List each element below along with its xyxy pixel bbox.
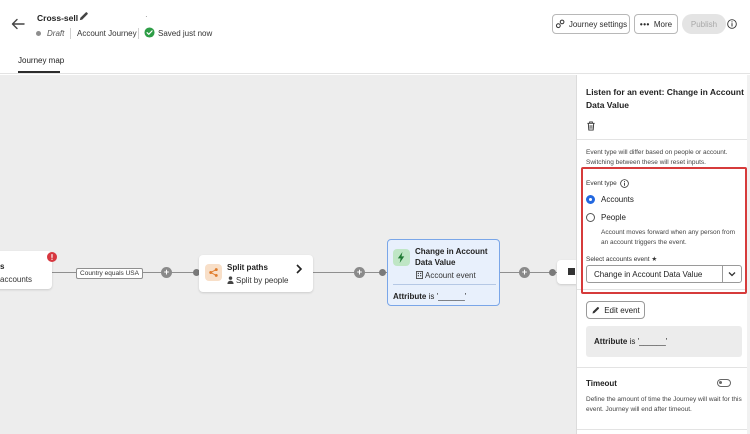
person-icon	[227, 276, 234, 284]
type-divider	[138, 28, 139, 39]
split-paths-subtitle: Split by people	[236, 276, 289, 285]
more-label: More	[653, 19, 673, 29]
title-separator: ·	[145, 12, 148, 21]
publish-label: Publish	[690, 19, 718, 29]
panel-divider	[577, 289, 750, 290]
radio-people-label[interactable]: People	[601, 213, 626, 222]
journey-canvas[interactable]: s accounts Country equals USA + Split pa…	[0, 75, 576, 434]
edit-event-label: Edit event	[604, 305, 640, 315]
people-help-text: Account moves forward when any person fr…	[601, 229, 736, 246]
journey-title: Cross-sell	[37, 13, 79, 23]
tab-bar: Journey map	[0, 48, 750, 74]
event-type-note: Event type will differ based on people o…	[586, 149, 728, 166]
split-paths-title: Split paths	[227, 263, 268, 272]
condition-label[interactable]: Country equals USA	[76, 268, 143, 279]
building-icon	[416, 271, 423, 279]
edge-2	[313, 272, 387, 273]
edit-event-button[interactable]: Edit event	[586, 301, 645, 319]
event-type-info-icon[interactable]	[620, 179, 629, 188]
panel-scrollbar[interactable]	[747, 75, 750, 434]
saved-status: Saved just now	[158, 29, 213, 38]
timeout-toggle[interactable]	[717, 379, 731, 387]
radio-people[interactable]	[586, 213, 595, 222]
panel-divider	[577, 367, 750, 368]
event-node-divider	[393, 284, 496, 285]
connector-arrow-icon	[193, 269, 200, 276]
radio-accounts[interactable]	[586, 195, 595, 204]
event-node-subtitle: Account event	[425, 271, 476, 280]
status-dot-icon	[36, 31, 41, 36]
event-node-title: Change in Account Data Value	[415, 247, 488, 267]
lightning-bolt-icon	[393, 249, 410, 266]
event-type-label: Event type	[586, 180, 617, 187]
panel-title: Listen for an event: Change in Account D…	[586, 87, 744, 110]
chevron-right-icon[interactable]	[295, 264, 303, 274]
end-node-square-icon	[568, 268, 575, 275]
more-dots-icon: •••	[639, 19, 650, 29]
checkmark-circle-icon	[144, 27, 155, 38]
radio-accounts-label[interactable]: Accounts	[601, 195, 634, 204]
connector-arrow-icon	[549, 269, 556, 276]
status-divider	[70, 28, 71, 39]
publish-button[interactable]: Publish	[682, 14, 726, 34]
partial-node[interactable]: s accounts	[0, 251, 52, 289]
back-arrow-icon[interactable]	[10, 16, 26, 32]
settings-gear-icon	[555, 19, 565, 29]
error-alert-icon[interactable]	[47, 252, 57, 262]
pencil-icon	[592, 306, 600, 313]
timeout-title: Timeout	[586, 379, 617, 388]
split-paths-icon	[205, 264, 222, 281]
next-node-stub[interactable]	[557, 260, 576, 284]
trash-icon[interactable]	[586, 121, 596, 131]
toggle-knob	[719, 381, 722, 384]
active-tab-indicator	[18, 71, 60, 73]
accounts-event-select[interactable]: Change in Account Data Value	[586, 265, 742, 283]
status-text: Draft	[47, 29, 65, 38]
add-node-plus-icon[interactable]: +	[519, 267, 530, 278]
add-node-plus-icon[interactable]: +	[354, 267, 365, 278]
attribute-summary-label: Attribute	[594, 337, 628, 346]
journey-type: Account Journey	[77, 29, 137, 38]
journey-settings-button[interactable]: Journey settings	[552, 14, 630, 34]
select-dropdown-button[interactable]	[722, 266, 741, 282]
attribute-value: is '______'	[428, 292, 467, 301]
chevron-down-icon	[728, 272, 736, 277]
select-accounts-event-label: Select accounts event ★	[586, 256, 658, 263]
timeout-description: Define the amount of time the Journey wi…	[586, 396, 742, 413]
event-type-highlight-box	[581, 167, 747, 294]
connector-arrow-icon	[379, 269, 386, 276]
attribute-summary-box: Attribute is '______'	[586, 326, 742, 357]
accounts-event-select-value: Change in Account Data Value	[594, 270, 703, 279]
attribute-label: Attribute	[393, 292, 427, 301]
header: Cross-sell · Draft Account Journey Saved…	[0, 0, 750, 48]
split-paths-node[interactable]: Split paths Split by people	[199, 255, 313, 292]
event-node-change-in-account-data[interactable]: Change in Account Data Value Account eve…	[387, 239, 500, 306]
event-properties-panel: Listen for an event: Change in Account D…	[576, 75, 750, 434]
partial-node-subtitle: accounts	[0, 275, 33, 284]
journey-settings-label: Journey settings	[568, 19, 628, 29]
event-node-attribute: Attribute is '______'	[393, 292, 466, 301]
attribute-summary: Attribute is '______'	[594, 337, 667, 346]
attribute-summary-value: is '______'	[629, 337, 668, 346]
tab-journey-map[interactable]: Journey map	[18, 56, 65, 65]
info-icon[interactable]	[727, 19, 737, 29]
panel-divider	[577, 139, 750, 140]
partial-node-title: s	[0, 262, 5, 271]
add-node-plus-icon[interactable]: +	[161, 267, 172, 278]
edit-title-pencil-icon[interactable]	[78, 11, 89, 22]
more-button[interactable]: ••• More	[634, 14, 678, 34]
panel-divider	[577, 429, 750, 430]
